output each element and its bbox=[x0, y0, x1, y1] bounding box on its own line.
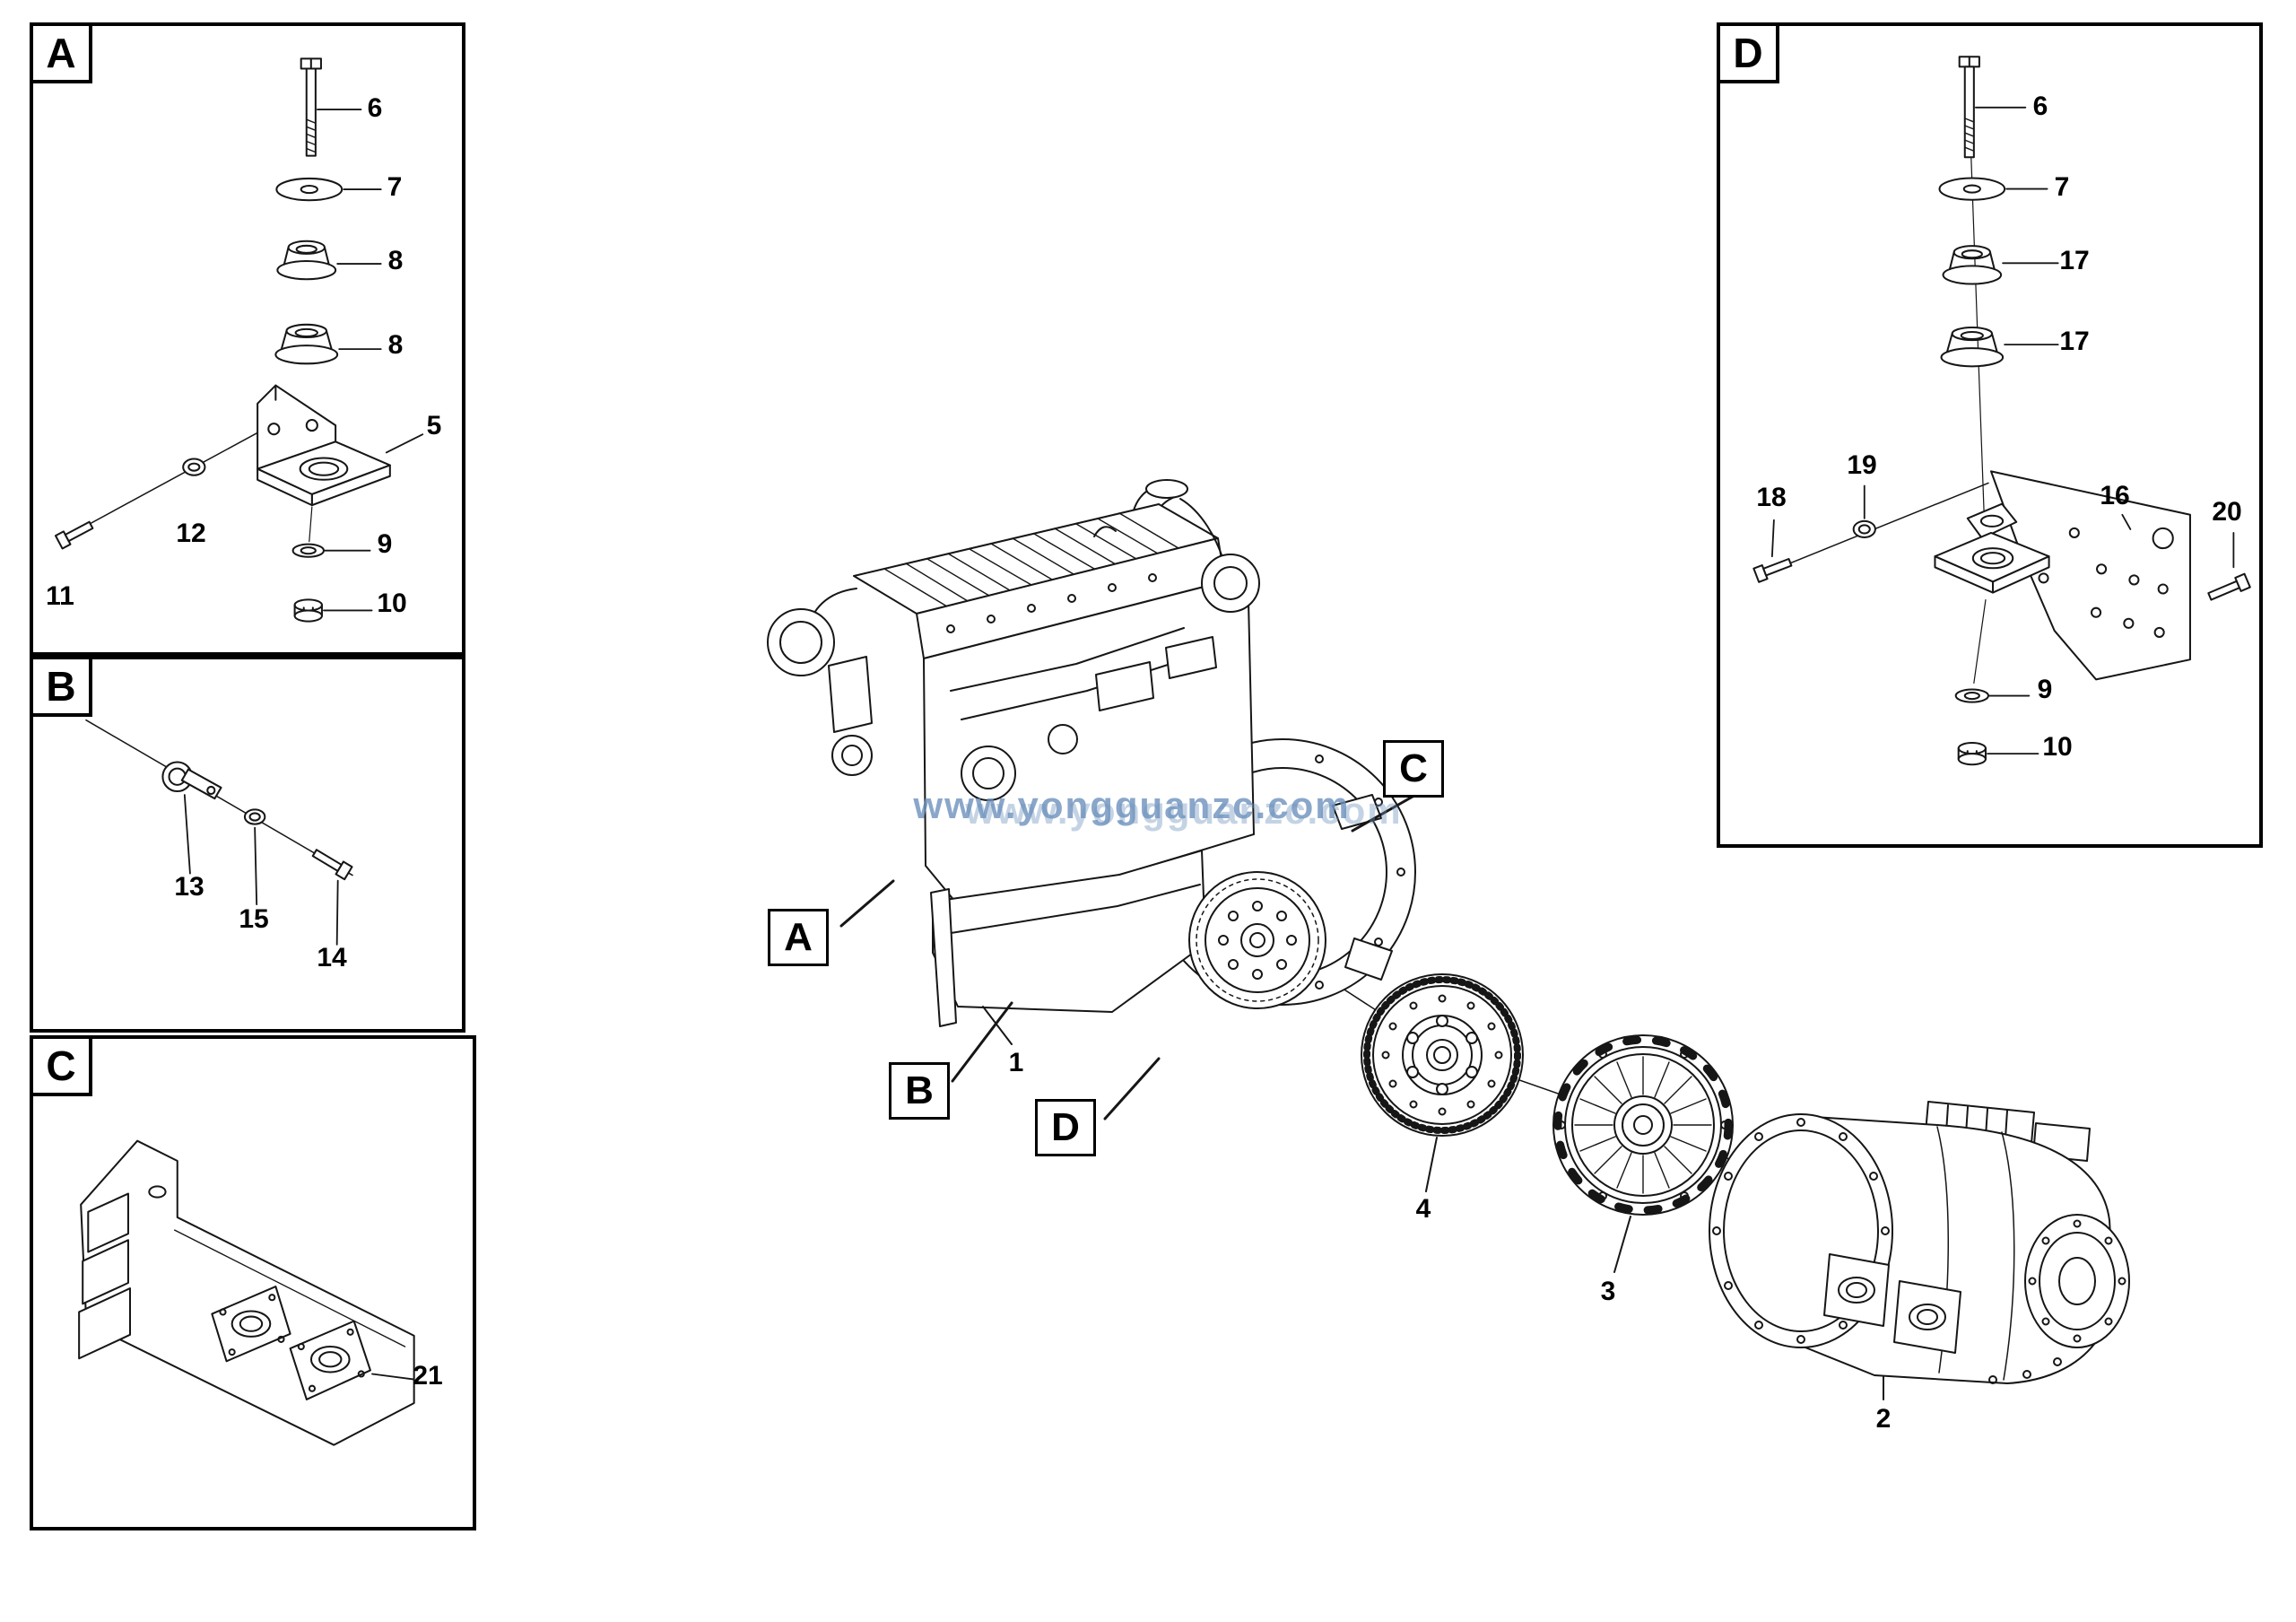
detail-panel-b: B 13 15 14 bbox=[30, 656, 465, 1033]
clutch-disc-drawing bbox=[1361, 973, 1524, 1137]
callout-letter: C bbox=[1399, 746, 1428, 790]
part-number-19: 19 bbox=[1847, 450, 1877, 480]
part-number-17: 17 bbox=[2059, 327, 2090, 356]
nut-10-drawing bbox=[1957, 742, 1987, 766]
part-number-7: 7 bbox=[387, 172, 403, 202]
rubber-mount-8a-drawing bbox=[276, 240, 337, 281]
part-number-17: 17 bbox=[2059, 246, 2090, 275]
part-number-6: 6 bbox=[2032, 92, 2048, 121]
engine-drawing bbox=[767, 479, 1260, 1027]
panel-b-drawing bbox=[85, 719, 353, 946]
part-number-3: 3 bbox=[1600, 1277, 1616, 1306]
part-number-12: 12 bbox=[176, 519, 206, 548]
part-number-20: 20 bbox=[2212, 497, 2242, 527]
part-number-15: 15 bbox=[239, 904, 269, 934]
panel-d-drawing bbox=[1752, 56, 2251, 766]
bolt-6-drawing bbox=[1958, 56, 1980, 159]
part-number-10: 10 bbox=[377, 589, 407, 618]
bolt-6-drawing bbox=[300, 57, 322, 157]
nut-10-drawing bbox=[293, 598, 323, 623]
bracket-16-drawing bbox=[1934, 470, 2191, 681]
bracket-21-drawing bbox=[78, 1139, 415, 1446]
part-leader-lines bbox=[982, 1006, 1884, 1400]
nut-19-drawing bbox=[1852, 519, 1876, 539]
flywheel-drawing bbox=[1188, 871, 1326, 1009]
watermark-text: www.yongguanzc.com bbox=[965, 789, 1403, 832]
bracket-5-drawing bbox=[257, 384, 391, 507]
part-number-2: 2 bbox=[1875, 1404, 1892, 1434]
nut-12-drawing bbox=[182, 458, 206, 476]
part-number-9: 9 bbox=[2037, 675, 2053, 704]
panel-d-label: D bbox=[1717, 22, 1779, 83]
part-number-16: 16 bbox=[2100, 481, 2130, 510]
callout-letter: D bbox=[1051, 1105, 1080, 1149]
engine-callout-b: B bbox=[889, 1062, 950, 1120]
engine-callout-c: C bbox=[1383, 740, 1444, 798]
part-number-6: 6 bbox=[367, 93, 383, 123]
detail-panel-c: C 21 bbox=[30, 1035, 476, 1530]
panel-b-label: B bbox=[30, 656, 92, 717]
part-number-1: 1 bbox=[1008, 1048, 1024, 1077]
part-number-8: 8 bbox=[387, 246, 404, 275]
pressure-plate-drawing bbox=[1552, 1034, 1734, 1216]
detail-panel-d: D 6 7 17 17 19 18 16 20 9 10 bbox=[1717, 22, 2263, 848]
rubber-mount-17b-drawing bbox=[1940, 326, 2005, 368]
part-number-7: 7 bbox=[2054, 172, 2070, 202]
part-number-13: 13 bbox=[174, 872, 204, 902]
engine-callout-a: A bbox=[768, 909, 829, 966]
panel-a-label: A bbox=[30, 22, 92, 83]
bolt-11-drawing bbox=[54, 520, 94, 550]
part-number-9: 9 bbox=[377, 529, 393, 559]
part-number-5: 5 bbox=[426, 411, 442, 440]
panel-letter: D bbox=[1733, 30, 1763, 76]
rubber-mount-17a-drawing bbox=[1942, 245, 2003, 285]
washer-7-drawing bbox=[1938, 177, 2006, 201]
panel-letter: B bbox=[46, 663, 76, 710]
bolt-18-drawing bbox=[1752, 557, 1793, 583]
callout-letter: A bbox=[784, 915, 813, 959]
callout-leader-lines bbox=[839, 795, 1414, 1121]
watermark-text: www.yongguanzc.com bbox=[913, 784, 1351, 826]
part-number-10: 10 bbox=[2042, 732, 2073, 762]
part-number-18: 18 bbox=[1756, 483, 1787, 512]
washer-9-drawing bbox=[1954, 688, 1989, 703]
panel-c-label: C bbox=[30, 1035, 92, 1096]
transmission-drawing bbox=[1709, 1101, 2130, 1384]
part-number-14: 14 bbox=[317, 943, 347, 972]
part-number-11: 11 bbox=[46, 581, 74, 611]
panel-a-drawing bbox=[54, 57, 424, 623]
panel-c-drawing bbox=[78, 1139, 415, 1446]
part-number-4: 4 bbox=[1415, 1194, 1431, 1224]
part-number-21: 21 bbox=[413, 1361, 443, 1391]
bolt-20-drawing bbox=[2207, 572, 2251, 601]
washer-7-drawing bbox=[275, 177, 344, 202]
rubber-mount-8b-drawing bbox=[274, 323, 339, 365]
clamp-13-drawing bbox=[161, 761, 222, 800]
panel-letter: A bbox=[46, 30, 76, 76]
washer-9-drawing bbox=[291, 543, 325, 558]
panel-letter: C bbox=[46, 1042, 76, 1089]
callout-letter: B bbox=[905, 1068, 934, 1112]
engine-callout-d: D bbox=[1035, 1099, 1096, 1156]
bolt-14-drawing bbox=[311, 849, 353, 881]
detail-panel-a: A 6 7 8 8 5 12 11 9 10 bbox=[30, 22, 465, 656]
part-number-8: 8 bbox=[387, 330, 404, 360]
nut-15-drawing bbox=[243, 808, 266, 825]
